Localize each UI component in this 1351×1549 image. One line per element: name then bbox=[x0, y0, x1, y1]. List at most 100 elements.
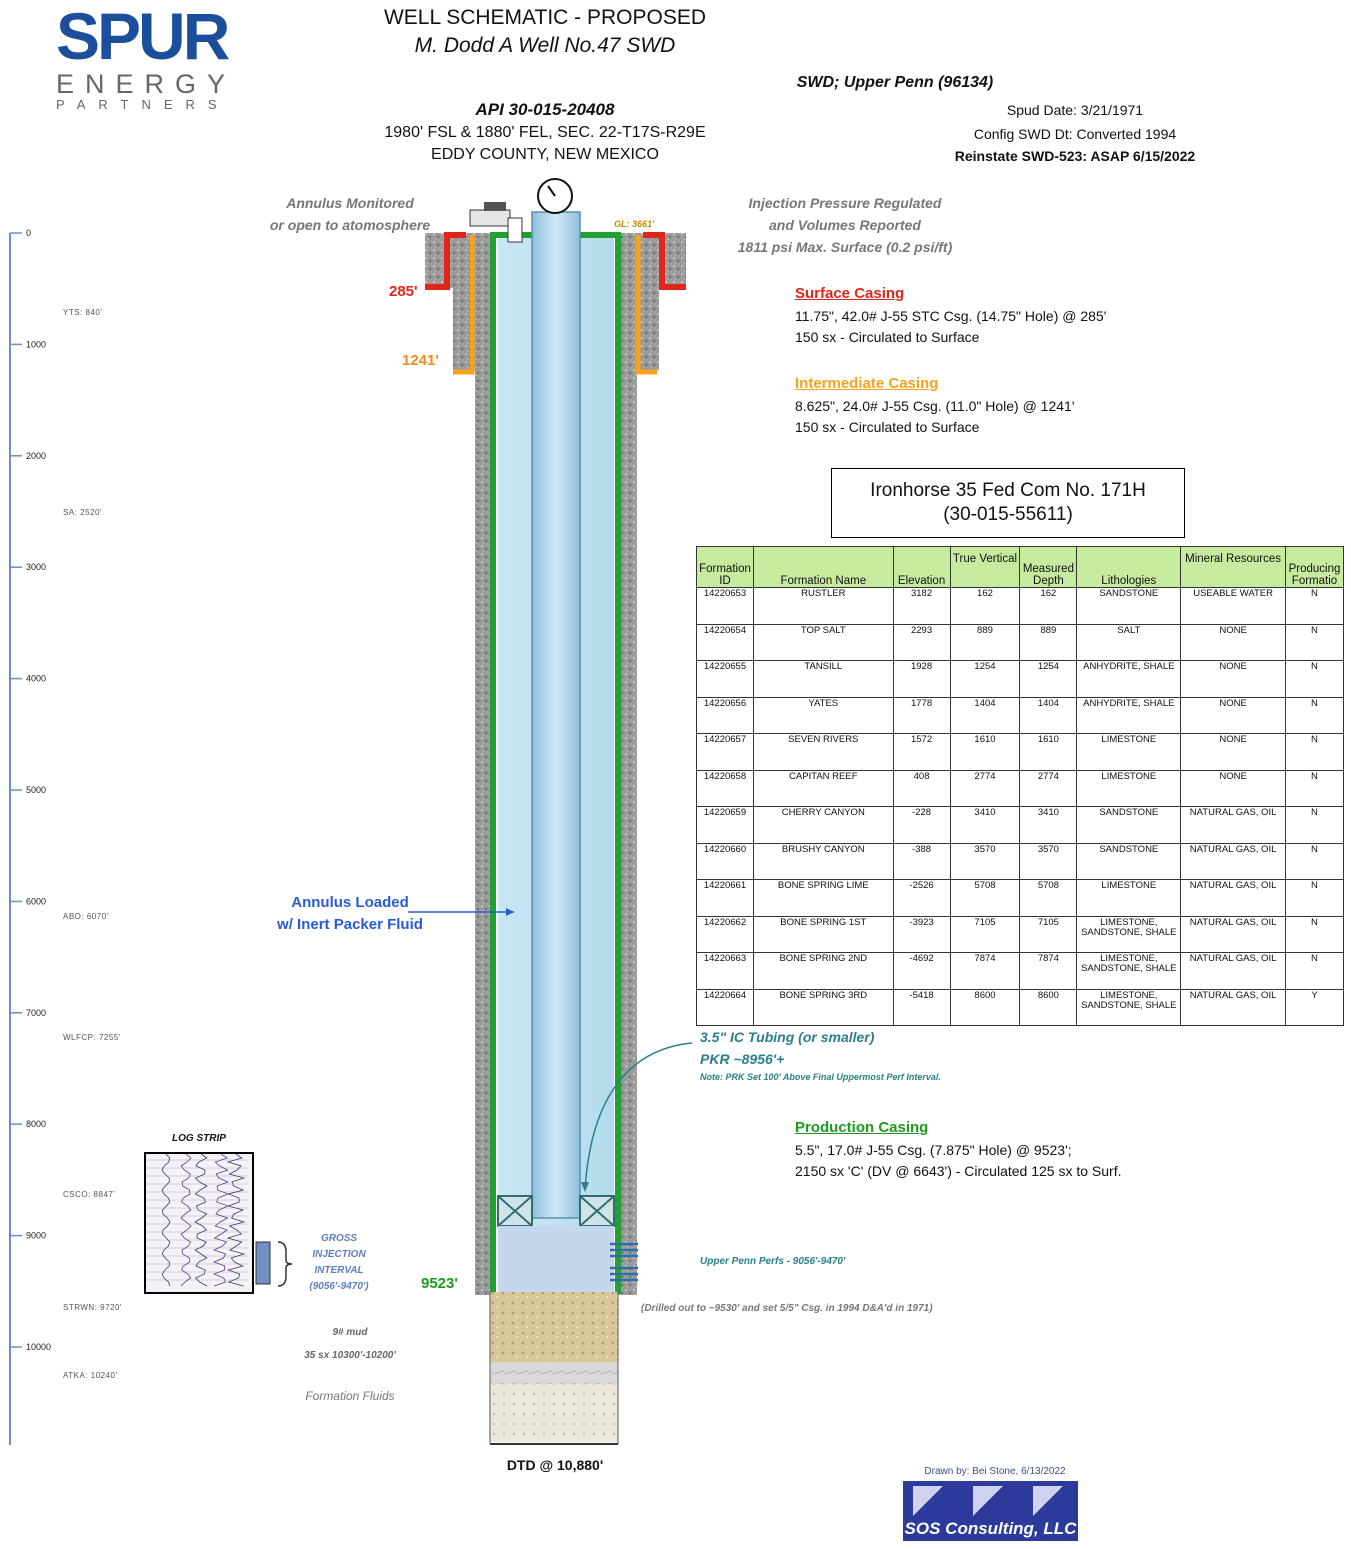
table-cell: NATURAL GAS, OIL bbox=[1180, 915, 1286, 953]
schematic-title: WELL SCHEMATIC - PROPOSED bbox=[383, 6, 707, 29]
table-cell: 14220659 bbox=[696, 806, 754, 844]
annulus-open-label: or open to atomosphere bbox=[269, 217, 431, 233]
perfs-label: Upper Penn Perfs - 9056'-9470' bbox=[700, 1256, 846, 1267]
table-cell: BONE SPRING 1ST bbox=[752, 915, 894, 953]
sos-company-name: SOS Consulting, LLC bbox=[904, 1519, 1077, 1538]
gross-line2: INJECTION bbox=[312, 1249, 366, 1260]
table-cell: N bbox=[1284, 879, 1345, 917]
max-pressure-label: 1811 psi Max. Surface (0.2 psi/ft) bbox=[737, 239, 953, 255]
county-line: EDDY COUNTY, NEW MEXICO bbox=[431, 146, 659, 163]
production-casing-right bbox=[580, 232, 621, 1294]
column-header: Mineral Resources bbox=[1180, 546, 1286, 588]
logo-main: SPUR bbox=[56, 0, 230, 73]
table-cell: N bbox=[1284, 696, 1345, 734]
injection-tubing bbox=[531, 211, 581, 1219]
table-cell: TANSILL bbox=[752, 660, 894, 698]
depth-tick-label: 8000 bbox=[26, 1119, 46, 1129]
production-casing-title: Production Casing bbox=[795, 1119, 929, 1136]
table-cell: 5708 bbox=[1019, 879, 1078, 917]
table-cell: NONE bbox=[1180, 660, 1286, 698]
table-cell: 8600 bbox=[1019, 988, 1078, 1026]
logo-sub1: ENERGY bbox=[56, 69, 237, 99]
formation-top-label: CSCO: 8847' bbox=[63, 1190, 115, 1199]
intermediate-casing-spec: 8.625", 24.0# J-55 Csg. (11.0" Hole) @ 1… bbox=[795, 398, 1075, 414]
table-cell: Y bbox=[1284, 988, 1345, 1026]
column-header: Formation Name bbox=[752, 546, 894, 588]
mud-label: 9# mud bbox=[332, 1327, 368, 1338]
table-cell: 7105 bbox=[949, 915, 1021, 953]
sos-logo: SOS Consulting, LLC bbox=[903, 1481, 1078, 1541]
table-cell: 889 bbox=[1019, 623, 1078, 661]
table-cell: NATURAL GAS, OIL bbox=[1180, 952, 1286, 990]
logo-sub2: PARTNERS bbox=[56, 97, 230, 112]
depth-tick-label: 6000 bbox=[26, 896, 46, 906]
table-cell: 1610 bbox=[949, 733, 1021, 771]
table-cell: 889 bbox=[949, 623, 1021, 661]
depth-tick-label: 2000 bbox=[26, 451, 46, 461]
log-strip-title: LOG STRIP bbox=[172, 1133, 226, 1144]
surface-casing-section: Surface Casing 11.75", 42.0# J-55 STC Cs… bbox=[795, 285, 1106, 345]
table-cell: NATURAL GAS, OIL bbox=[1180, 879, 1286, 917]
table-cell: NONE bbox=[1180, 769, 1286, 807]
formation-table: Formation ID Formation Name Elevation Tr… bbox=[696, 546, 1345, 1026]
table-cell: 1254 bbox=[949, 660, 1021, 698]
formation-top-label: ABO: 6070' bbox=[63, 912, 109, 921]
depth-scale: 0100020003000400050006000700080009000100… bbox=[10, 228, 51, 1352]
production-casing-cement: 2150 sx 'C' (DV @ 6643') - Circulated 12… bbox=[795, 1163, 1122, 1179]
table-cell: 14220657 bbox=[696, 733, 754, 771]
injection-zone bbox=[498, 1226, 614, 1292]
intermediate-casing-title: Intermediate Casing bbox=[795, 375, 939, 392]
log-strip-image bbox=[144, 1152, 254, 1294]
table-cell: LIMESTONE, SANDSTONE, SHALE bbox=[1076, 988, 1182, 1026]
table-cell: CAPITAN REEF bbox=[752, 769, 894, 807]
table-cell: 2774 bbox=[1019, 769, 1078, 807]
table-cell: 14220655 bbox=[696, 660, 754, 698]
table-cell: 3410 bbox=[949, 806, 1021, 844]
offset-well-box: Ironhorse 35 Fed Com No. 171H (30-015-55… bbox=[831, 468, 1185, 538]
column-header: Formation ID bbox=[696, 546, 754, 588]
table-cell: LIMESTONE bbox=[1076, 879, 1182, 917]
annulus-loaded-label: Annulus Loaded bbox=[291, 894, 409, 911]
packer-depth-label: PKR ~8956'+ bbox=[700, 1051, 785, 1067]
table-cell: LIMESTONE, SANDSTONE, SHALE bbox=[1076, 915, 1182, 953]
open-hole-upper bbox=[490, 1292, 618, 1362]
table-cell: 1404 bbox=[949, 696, 1021, 734]
table-cell: 3570 bbox=[949, 842, 1021, 880]
depth-tick-label: 5000 bbox=[26, 785, 46, 795]
table-cell: 162 bbox=[949, 587, 1021, 625]
table-cell: 14220664 bbox=[696, 988, 754, 1026]
table-cell: 8600 bbox=[949, 988, 1021, 1026]
packer-note: Note: PRK Set 100' Above Final Uppermost… bbox=[700, 1072, 941, 1082]
table-cell: 3570 bbox=[1019, 842, 1078, 880]
surface-depth-marker: 285' bbox=[389, 283, 418, 300]
dtd-label: DTD @ 10,880' bbox=[506, 1457, 604, 1473]
table-cell: SANDSTONE bbox=[1076, 842, 1182, 880]
depth-tick-label: 4000 bbox=[26, 674, 46, 684]
gross-line4: (9056'-9470') bbox=[309, 1281, 369, 1292]
table-cell: USEABLE WATER bbox=[1180, 587, 1286, 625]
production-casing-section: Production Casing 5.5", 17.0# J-55 Csg. … bbox=[795, 1119, 1121, 1179]
intermediate-casing-left bbox=[453, 235, 475, 375]
formation-fluid-zone bbox=[490, 1384, 618, 1442]
table-cell: N bbox=[1284, 842, 1345, 880]
packer-fluid-label: w/ Inert Packer Fluid bbox=[277, 916, 423, 933]
formation-top-label: YTS: 840' bbox=[63, 308, 102, 317]
well-name: M. Dodd A Well No.47 SWD bbox=[414, 34, 676, 57]
table-cell: 14220662 bbox=[696, 915, 754, 953]
surface-casing-right bbox=[643, 232, 686, 290]
table-cell: -2526 bbox=[892, 879, 951, 917]
intermediate-casing-right bbox=[635, 235, 657, 375]
table-cell: SALT bbox=[1076, 623, 1182, 661]
table-cell: 14220654 bbox=[696, 623, 754, 661]
drilled-note: (Drilled out to ~9530' and set 5/5" Csg.… bbox=[641, 1303, 933, 1314]
table-cell: BONE SPRING 2ND bbox=[752, 952, 894, 990]
injection-pressure-label: Injection Pressure Regulated bbox=[748, 195, 942, 211]
formation-top-label: STRWN: 9720' bbox=[63, 1303, 122, 1312]
depth-tick-label: 7000 bbox=[26, 1008, 46, 1018]
